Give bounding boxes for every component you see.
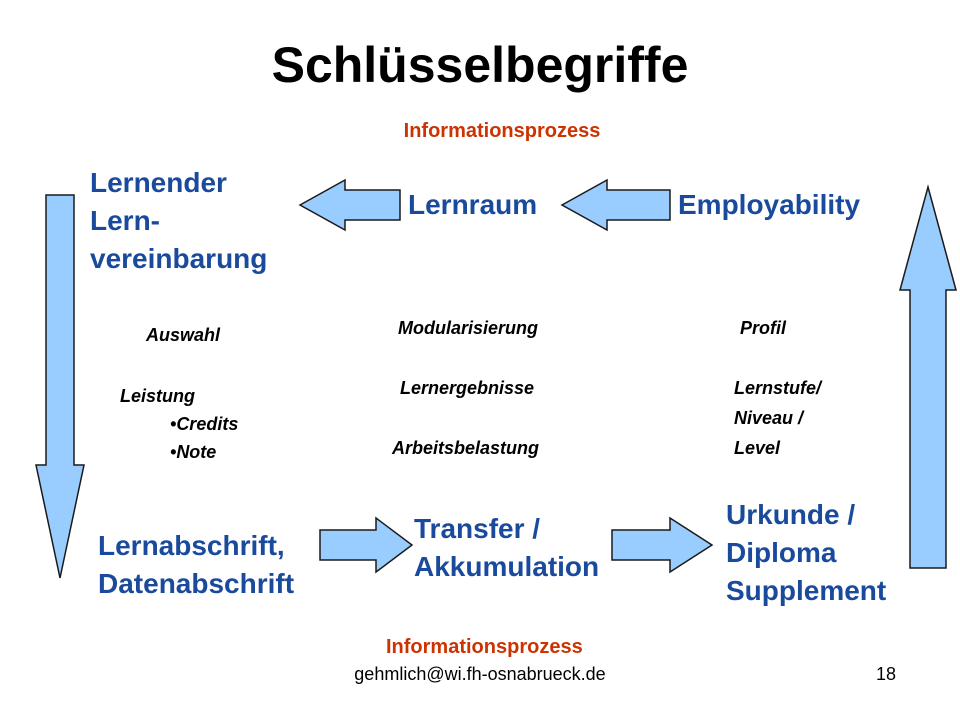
detail-auswahl: Auswahl <box>146 325 221 345</box>
node-urkunde-line2: Diploma <box>726 537 837 568</box>
node-lernabschrift-line2: Datenabschrift <box>98 568 295 599</box>
node-urkunde-line1: Urkunde / <box>726 499 856 530</box>
arrow-down-left <box>35 194 85 579</box>
node-lernender-line1: Lernender <box>90 167 227 198</box>
detail-modularisierung: Modularisierung <box>398 318 539 338</box>
arrow-right-transfer-to-urkunde <box>611 516 714 574</box>
arrow-right-lernabschrift-to-transfer <box>319 516 414 574</box>
arrow-up-right <box>899 184 957 569</box>
detail-arbeitsbelastung: Arbeitsbelastung <box>392 438 540 458</box>
node-lernabschrift: Lernabschrift, Datenabschrift <box>98 527 294 603</box>
detail-leistung-bullets: •Credits •Note <box>170 410 238 466</box>
node-employability: Employability <box>678 189 861 220</box>
node-lernender-line3: vereinbarung <box>90 243 268 274</box>
node-lernender: Lernender Lern- vereinbarung <box>90 164 267 278</box>
detail-leistung: Leistung <box>120 386 195 406</box>
node-transfer-line1: Transfer / <box>414 513 541 544</box>
bullet-note: •Note <box>170 442 217 462</box>
detail-profil: Profil <box>740 318 787 338</box>
node-urkunde-line3: Supplement <box>726 575 887 606</box>
node-lernabschrift-line1: Lernabschrift, <box>98 530 285 561</box>
page-number: 18 <box>876 664 897 684</box>
detail-lernstufe: Lernstufe/ Niveau / Level <box>734 373 821 463</box>
slide-title: Schlüsselbegriffe <box>271 37 689 93</box>
detail-lernstufe-line1: Lernstufe/ <box>734 378 822 398</box>
detail-lernstufe-line2: Niveau / <box>734 408 804 428</box>
node-transfer: Transfer / Akkumulation <box>414 510 599 586</box>
bullet-credits: •Credits <box>170 414 239 434</box>
arrow-left-employability-to-lernraum <box>560 178 671 232</box>
node-lernraum: Lernraum <box>408 189 538 220</box>
detail-lernergebnisse: Lernergebnisse <box>400 378 535 398</box>
node-transfer-line2: Akkumulation <box>414 551 600 582</box>
node-urkunde: Urkunde / Diploma Supplement <box>726 496 886 610</box>
process-label-top: Informationsprozess <box>403 120 601 142</box>
detail-lernstufe-line3: Level <box>734 438 781 458</box>
node-lernender-line2: Lern- <box>90 205 160 236</box>
footer-email: gehmlich@wi.fh-osnabrueck.de <box>354 664 606 684</box>
process-label-bottom: Informationsprozess <box>386 636 583 658</box>
arrow-left-lernraum-to-lernender <box>298 178 401 232</box>
